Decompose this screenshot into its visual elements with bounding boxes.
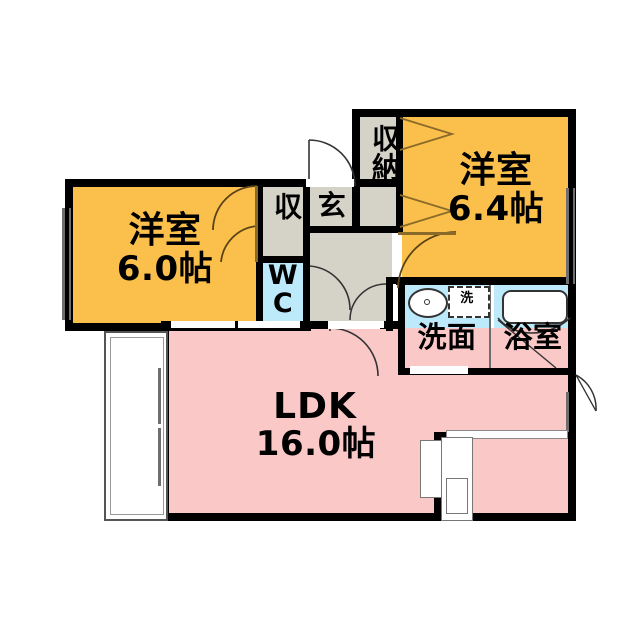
- window-bedroom-east-right-inner: [573, 188, 575, 284]
- wall-ldk-top-left: [161, 321, 311, 329]
- fixture-vanity-sink: [408, 288, 448, 318]
- label-washer: 洗: [460, 291, 474, 306]
- label-ldk-size: 16.0帖: [255, 424, 377, 464]
- wall-wetarea-right: [568, 277, 576, 375]
- window-bedroom-east-right-outer: [566, 188, 569, 284]
- balcony-west-inner: [110, 337, 164, 515]
- wall-closet-east-bottom: [352, 226, 403, 233]
- label-entrance: 玄: [317, 189, 347, 222]
- label-bedroom-west-name: 洋室: [128, 210, 202, 251]
- wall-bedroom-east-bottom: [396, 277, 576, 285]
- door-swing-ldk-exterior: [575, 374, 597, 412]
- wall-wetarea-bottom: [398, 368, 576, 375]
- label-ldk-name: LDK: [273, 386, 357, 427]
- window-kitchen-counter: [446, 430, 568, 439]
- entrance-door-threshold: [306, 179, 354, 187]
- room-entrance: [308, 186, 358, 232]
- window-bedroom-west-left-outer: [62, 208, 65, 320]
- wall-closet-east-left: [352, 109, 360, 233]
- wall-closet-east-right: [396, 109, 403, 233]
- room-toilet: [262, 262, 304, 324]
- fixture-washer-slot: [448, 286, 490, 318]
- wall-hall-right-upper: [386, 277, 404, 284]
- room-closet-east: [358, 116, 402, 232]
- window-ldk-top-a: [171, 321, 235, 328]
- wall-bedroom-west-top: [65, 179, 311, 187]
- fixture-kitchen-sink: [446, 478, 468, 514]
- wall-hall-right: [386, 277, 393, 331]
- label-toilet-c: C: [272, 288, 294, 319]
- balcony-west-rail-b: [158, 428, 161, 486]
- door-leaf-bedroom-east: [398, 232, 456, 235]
- wall-closet-wc-split: [256, 256, 310, 263]
- divider-washroom-bathroom: [489, 284, 491, 372]
- label-bedroom-east-size: 6.4帖: [447, 189, 545, 229]
- wall-entrance-step: [303, 226, 363, 233]
- window-ldk-top-b: [238, 321, 300, 328]
- label-bedroom-east-name: 洋室: [459, 150, 533, 191]
- fixture-bathtub: [502, 290, 568, 324]
- window-bedroom-west-left-inner: [69, 208, 71, 320]
- label-closet-west: 収: [270, 192, 303, 221]
- washroom-door-strip: [410, 366, 468, 374]
- label-bedroom-west-size: 6.0帖: [116, 249, 214, 289]
- balcony-west-rail-a: [158, 368, 161, 424]
- label-washroom: 洗面: [417, 320, 477, 354]
- room-closet-west: [262, 186, 304, 262]
- label-bathroom: 浴室: [503, 320, 563, 354]
- wall-closet-west-left: [256, 179, 263, 331]
- door-leaf-bedroom-west: [255, 186, 258, 262]
- wall-closet-west-right: [303, 179, 310, 331]
- wall-ldk-right: [568, 368, 576, 521]
- window-ldk-right-outer: [566, 392, 569, 432]
- label-closet-east: 収納: [368, 124, 401, 181]
- wall-bedroom-east-right: [568, 109, 576, 289]
- wall-ldk-bottom: [104, 513, 576, 521]
- label-toilet-w: W: [267, 260, 299, 291]
- fixture-vanity-faucet: [424, 299, 430, 305]
- wall-closet-east-top: [352, 109, 576, 117]
- hall-ldk-door-threshold: [328, 321, 380, 329]
